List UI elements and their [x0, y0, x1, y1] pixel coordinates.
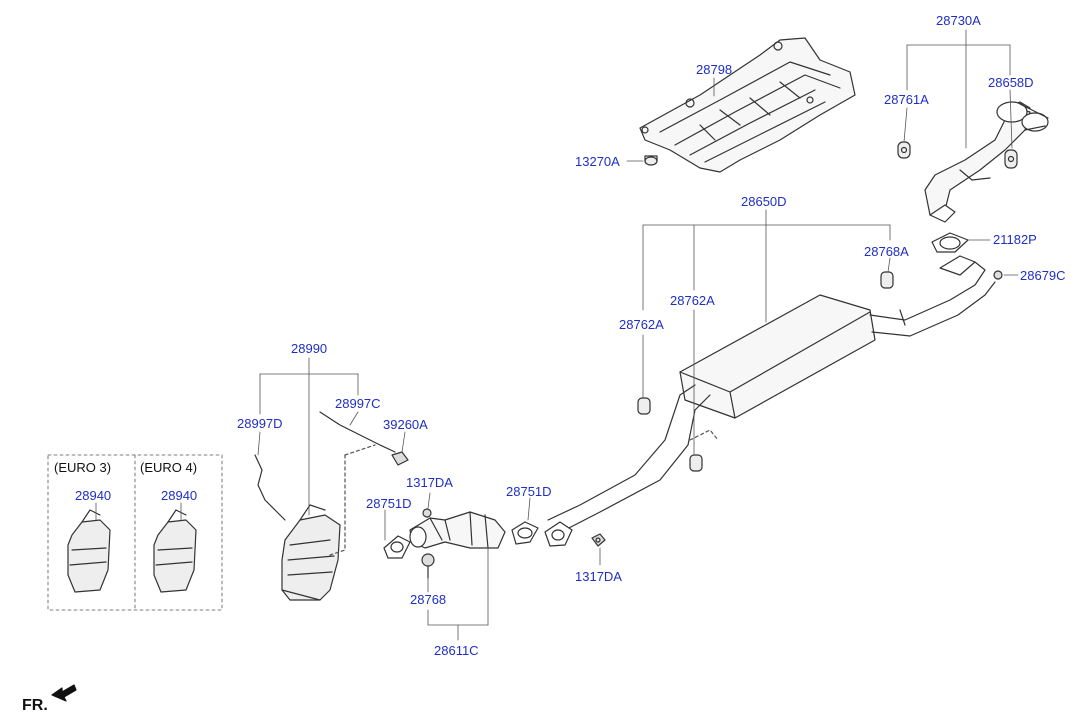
part-label-13270A: 13270A — [575, 154, 620, 169]
part-label-28762A-top: 28762A — [670, 293, 715, 308]
part-label-1317DA-bottom: 1317DA — [575, 569, 622, 584]
front-pipe-part — [409, 511, 506, 549]
part-label-28768: 28768 — [410, 592, 447, 607]
part-label-28990: 28990 — [291, 341, 328, 356]
euro3-converter-part — [67, 509, 111, 593]
variant-label-euro3: (EURO 3) — [54, 460, 112, 475]
part-label-28940-euro4: 28940 — [161, 488, 198, 503]
gasket-part — [931, 232, 969, 253]
bolt-part — [993, 270, 1003, 280]
part-label-28658D: 28658D — [988, 75, 1034, 90]
rubber-hanger-part — [637, 397, 651, 415]
heat-protector-part — [639, 37, 856, 173]
part-label-28940-euro3: 28940 — [75, 488, 112, 503]
flange-part — [939, 255, 976, 276]
part-label-39260A: 39260A — [383, 417, 428, 432]
sensor-cable-part — [254, 411, 396, 521]
clip-part — [391, 451, 409, 466]
flange-part — [544, 521, 573, 547]
part-label-28768A: 28768A — [864, 244, 909, 259]
part-label-28751D-left: 28751D — [366, 496, 412, 511]
part-label-28997C: 28997C — [335, 396, 381, 411]
part-label-28650D: 28650D — [741, 194, 787, 209]
tail-pipe-part — [924, 101, 1049, 223]
variant-label-euro4: (EURO 4) — [140, 460, 198, 475]
nut-part — [644, 155, 658, 166]
manifold-converter-part — [281, 504, 341, 601]
part-label-1317DA-top: 1317DA — [406, 475, 453, 490]
gasket-part — [383, 535, 411, 559]
euro4-converter-part — [153, 509, 197, 593]
rubber-hanger-part — [897, 141, 911, 159]
sensor-part — [421, 553, 435, 579]
part-label-28751D-right: 28751D — [506, 484, 552, 499]
part-label-28997D: 28997D — [237, 416, 283, 431]
rubber-hanger-part — [689, 454, 703, 472]
part-label-28761A: 28761A — [884, 92, 929, 107]
part-label-21182P: 21182P — [993, 232, 1037, 247]
front-direction-label: FR. — [22, 697, 48, 714]
part-label-28762A-left: 28762A — [619, 317, 664, 332]
rear-muffler-part — [547, 261, 996, 531]
front-direction-arrow-icon — [51, 684, 77, 702]
bolt-part — [422, 508, 432, 518]
part-label-28798: 28798 — [696, 62, 733, 77]
part-label-28679C: 28679C — [1020, 268, 1066, 283]
bolt-part — [591, 533, 606, 547]
rubber-hanger-part — [1004, 149, 1018, 169]
rubber-hanger-part — [880, 271, 894, 289]
gasket-part — [511, 521, 539, 545]
part-label-28611C: 28611C — [434, 643, 479, 658]
part-label-28730A: 28730A — [936, 13, 981, 28]
